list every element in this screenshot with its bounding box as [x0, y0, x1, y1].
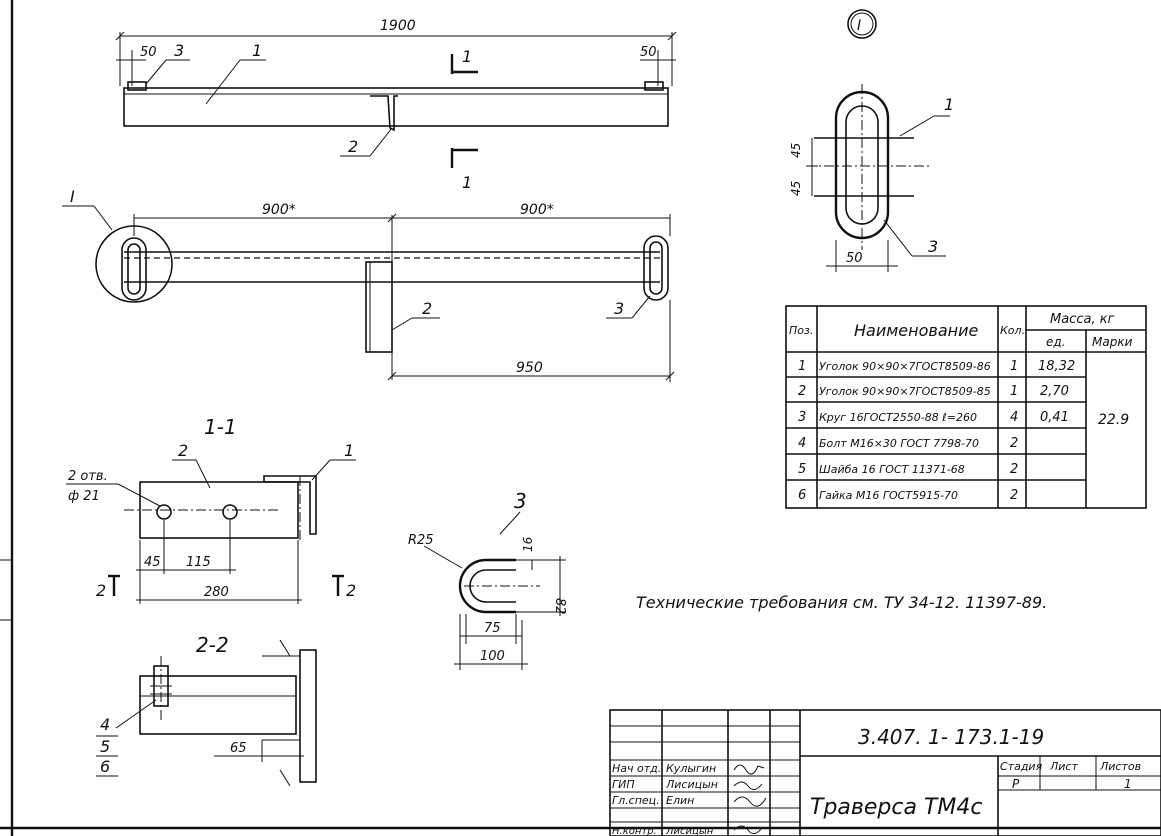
- spec-row-pos: 3: [798, 410, 806, 425]
- spec-row-pos: 4: [798, 436, 806, 451]
- spec-row-name: Уголок 90×90×7ГОСТ8509-85: [819, 385, 991, 398]
- spec-row-qty: 1: [1010, 359, 1018, 374]
- section-2-2-title: 2-2: [196, 633, 229, 657]
- signature-name: Лисицын: [665, 778, 718, 791]
- spec-table: Поз. Наименование Кол. Масса, кг ед. Мар…: [785, 305, 1147, 509]
- callout-2-top: 2: [348, 137, 358, 156]
- spec-row-qty: 1: [1010, 384, 1018, 399]
- holes-note-line2: ф 21: [68, 489, 100, 504]
- callout-3-plan: 3: [614, 299, 624, 318]
- signature-name: Елин: [666, 794, 694, 807]
- callout-1-detail: 1: [944, 95, 954, 114]
- spec-header-mass-unit: ед.: [1046, 335, 1066, 349]
- signature-role: Н.контр.: [612, 826, 657, 836]
- spec-total-mass: 22.9: [1098, 412, 1129, 428]
- technical-requirements-note: Технические требования см. ТУ 34-12. 113…: [636, 593, 1047, 612]
- sheet-label: Лист: [1049, 760, 1078, 773]
- dim-100: 100: [480, 649, 505, 664]
- spec-row-name: Шайба 16 ГОСТ 11371-68: [819, 463, 965, 476]
- top-view: 1900 50 3 1 50 1 1 2: [115, 18, 677, 192]
- part-3-title: 3: [514, 489, 527, 513]
- cut-mark-2-right: 2: [346, 581, 356, 600]
- dim-50-left: 50: [140, 45, 157, 60]
- signature-name: Кулыгин: [666, 762, 716, 775]
- dim-82: 82: [552, 598, 567, 615]
- spec-row-pos: 2: [798, 384, 806, 399]
- title-block: 3.407. 1- 173.1-19 Траверса ТМ4с Нач отд…: [609, 709, 1161, 836]
- spec-row-pos: 6: [798, 488, 806, 503]
- stage-value: Р: [1012, 777, 1020, 791]
- spec-header-mass: Масса, кг: [1050, 312, 1115, 327]
- spec-row-qty: 2: [1010, 488, 1018, 503]
- dim-280-s11: 280: [204, 585, 229, 600]
- spec-row-qty: 2: [1010, 462, 1018, 477]
- drawing-title: Траверса ТМ4с: [810, 795, 982, 820]
- dim-45-a: 45: [789, 143, 803, 158]
- spec-row-qty: 4: [1010, 410, 1018, 425]
- dim-45-b: 45: [789, 181, 803, 196]
- document-code: 3.407. 1- 173.1-19: [858, 725, 1044, 749]
- stage-label: Стадия: [1000, 760, 1043, 773]
- section-mark-bottom: 1: [462, 173, 472, 192]
- dim-45-s11: 45: [144, 555, 161, 570]
- signature-scribble: [733, 764, 765, 775]
- holes-note-line1: 2 отв.: [68, 469, 108, 484]
- dim-50-right: 50: [640, 45, 657, 60]
- callout-6: 6: [100, 757, 110, 776]
- spec-row-pos: 1: [798, 359, 806, 374]
- cut-mark-2-left: 2: [96, 581, 106, 600]
- dim-900-left: 900*: [262, 202, 296, 218]
- dim-65: 65: [230, 741, 247, 756]
- callout-5: 5: [100, 737, 110, 756]
- callout-3-detail: 3: [928, 237, 938, 256]
- signature-scribble: [733, 796, 767, 807]
- callout-1-top: 1: [252, 41, 262, 60]
- spec-row-mass: 2,70: [1040, 384, 1069, 399]
- dim-75: 75: [484, 621, 501, 636]
- section-1-1: 1-1 2 1 2 отв. ф 21 45 115 280 2: [66, 415, 356, 604]
- callout-1-s11: 1: [344, 441, 354, 460]
- dim-16: 16: [521, 536, 535, 552]
- callout-2-plan: 2: [422, 299, 432, 318]
- callout-2-s11: 2: [178, 441, 188, 460]
- section-1-1-title: 1-1: [204, 415, 237, 439]
- callout-3-top: 3: [174, 41, 184, 60]
- spec-row-mass: 0,41: [1040, 410, 1069, 425]
- part-3-detail: 3 R25 16 82 75 100: [408, 489, 567, 670]
- dim-1900: 1900: [380, 18, 416, 34]
- spec-row-qty: 2: [1010, 436, 1018, 451]
- dim-900-right: 900*: [520, 202, 554, 218]
- signature-role: ГИП: [612, 778, 635, 791]
- spec-header-qty: Кол.: [1000, 324, 1025, 337]
- sheets-value: 1: [1124, 777, 1132, 791]
- spec-row-mass: 18,32: [1038, 359, 1075, 374]
- signature-scribble: [733, 781, 763, 790]
- dim-115-s11: 115: [186, 555, 211, 570]
- dim-950: 950: [516, 360, 543, 376]
- radius-R25: R25: [408, 533, 434, 548]
- spec-row-name: Уголок 90×90×7ГОСТ8509-86: [819, 360, 991, 373]
- detail-I: I 45 45 50 1 3: [789, 9, 954, 272]
- spec-row-name: Гайка М16 ГОСТ5915-70: [819, 489, 958, 502]
- signature-role: Нач отд.: [612, 762, 661, 775]
- sheets-label: Листов: [1099, 760, 1141, 773]
- spec-row-pos: 5: [798, 462, 806, 477]
- spec-header-name: Наименование: [854, 321, 978, 340]
- plan-view: 900* 900* 950 I 2 3: [62, 187, 675, 382]
- section-mark-top: 1: [462, 47, 472, 66]
- view-ref-I: I: [70, 187, 75, 206]
- dim-50-detail: 50: [846, 251, 863, 266]
- callout-4: 4: [100, 715, 110, 734]
- detail-I-title: I: [857, 18, 861, 34]
- spec-row-name: Болт М16×30 ГОСТ 7798-70: [819, 437, 979, 450]
- section-2-2: 2-2 4 5 6 65: [96, 633, 317, 787]
- spec-header-pos: Поз.: [789, 324, 813, 337]
- spec-header-mass-mark: Марки: [1092, 335, 1133, 349]
- signature-scribble: [733, 825, 763, 834]
- signature-name: Лисицын: [665, 826, 714, 836]
- spec-row-name: Круг 16ГОСТ2550-88 ℓ=260: [819, 411, 977, 424]
- signature-role: Гл.спец.: [612, 794, 660, 807]
